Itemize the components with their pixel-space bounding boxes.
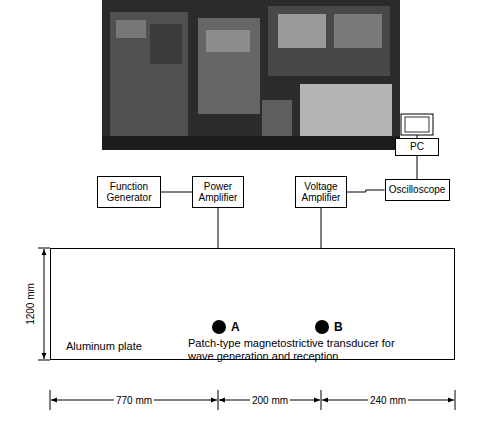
plate-label: Aluminum plate [66,340,142,353]
dimension-label: 770 mm [114,395,154,406]
signal-wire [417,156,418,179]
lab-photo [102,0,400,150]
aluminum-plate: Aluminum plate Patch-type magnetostrictiv… [50,248,455,360]
plate-label: Patch-type magnetostrictive transducer f… [188,337,410,363]
instrument-box: Voltage Amplifier [295,176,347,208]
box-label: Power Amplifier [195,181,241,204]
point-label: A [231,321,240,333]
box-label: Voltage Amplifier [298,181,344,204]
dimension-label: 240 mm [368,395,408,406]
dimension-label: 1200 mm [25,281,36,327]
box-label: PC [410,141,424,153]
signal-wire [161,192,192,193]
instrument-box: Power Amplifier [192,176,244,208]
box-label: Oscilloscope [389,184,446,196]
transducer-dot: B [315,320,329,334]
transducer-dot: A [212,320,226,334]
signal-wire [347,190,385,192]
dimension-label: 200 mm [250,395,290,406]
point-label: B [334,321,343,333]
box-label: Function Generator [100,181,158,204]
instrument-box: Function Generator [97,176,161,208]
dimension-lines [38,248,455,410]
monitor-icon [401,114,433,138]
computer-box: PC [395,138,439,156]
instrument-box: Oscilloscope [385,179,450,201]
